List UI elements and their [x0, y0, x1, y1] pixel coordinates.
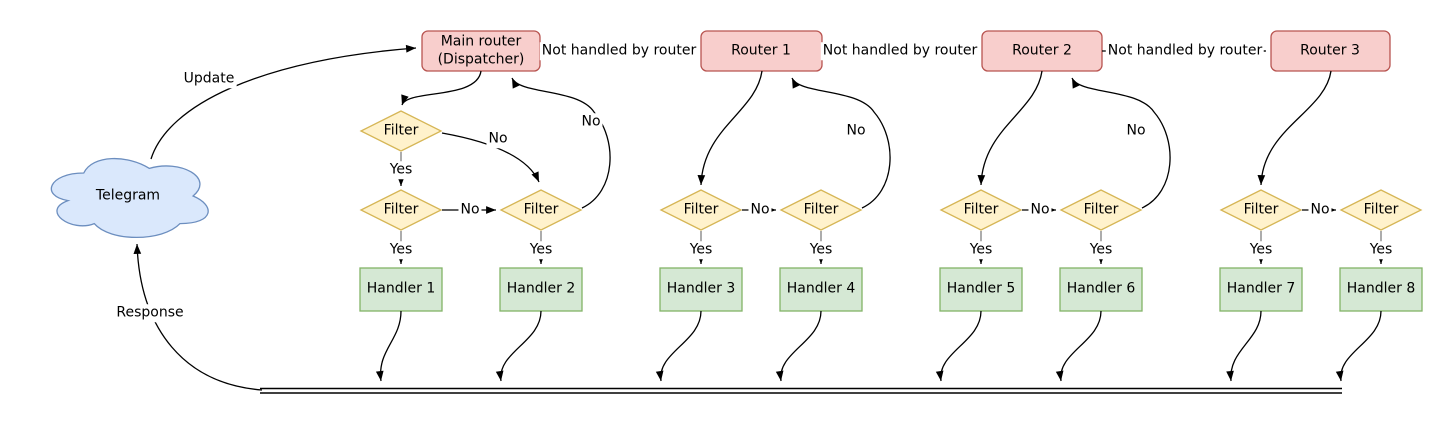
yes-label: Yes	[1247, 241, 1275, 259]
not-handled-label: Not handled by router	[820, 42, 980, 60]
no-label: No	[1308, 201, 1332, 219]
edge-handler3-to-bus	[655, 310, 702, 382]
handler-5-label: Handler 5	[946, 280, 1016, 297]
handler-6-label: Handler 6	[1066, 280, 1136, 297]
main-router-label: Main router (Dispatcher)	[437, 33, 525, 68]
response-label: Response	[114, 304, 186, 322]
edge-filter-r1-2-no-loop	[791, 77, 891, 209]
edge-handler4-to-bus	[775, 310, 822, 382]
handler-8-label: Handler 8	[1346, 280, 1416, 297]
filter-label: Filter	[523, 201, 559, 218]
no-label: No	[1124, 122, 1148, 140]
yes-label: Yes	[807, 241, 835, 259]
filter-diamond-r2-1	[939, 189, 1023, 231]
edge-handler5-to-bus	[935, 310, 982, 382]
telegram-label: Telegram	[95, 187, 161, 204]
edge-filter-main3-no-loop	[511, 77, 611, 209]
yes-label: Yes	[387, 241, 415, 259]
yes-label: Yes	[687, 241, 715, 259]
filter-diamond-r1-2	[779, 189, 863, 231]
filter-diamond-r2-2	[1059, 189, 1143, 231]
filter-label: Filter	[683, 201, 719, 218]
handler-8-box	[1339, 267, 1423, 312]
handler-7-box	[1219, 267, 1303, 312]
handler-4-box	[779, 267, 863, 312]
filter-diamond-main-1	[359, 110, 443, 152]
update-label: Update	[181, 70, 237, 88]
handler-2-label: Handler 2	[506, 280, 576, 297]
yes-label: Yes	[1087, 241, 1115, 259]
filter-label: Filter	[963, 201, 999, 218]
edge-router1-to-filter	[697, 70, 763, 186]
no-label: No	[486, 130, 510, 148]
handler-2-box	[499, 267, 583, 312]
handler-3-label: Handler 3	[666, 280, 736, 297]
filter-diamond-r1-1	[659, 189, 743, 231]
filter-label: Filter	[383, 201, 419, 218]
filter-diamond-r3-2	[1339, 189, 1423, 231]
not-handled-label: Not handled by router	[1105, 42, 1265, 60]
no-label: No	[748, 201, 772, 219]
edge-filter-r2-2-no-loop	[1071, 77, 1171, 209]
filter-label: Filter	[1083, 201, 1119, 218]
edge-handler6-to-bus	[1055, 310, 1102, 382]
filter-label: Filter	[803, 201, 839, 218]
no-label: No	[1028, 201, 1052, 219]
handler-6-box	[1059, 267, 1143, 312]
yes-label: Yes	[967, 241, 995, 259]
filter-diamond-main-2	[359, 189, 443, 231]
filter-diamond-main-3	[499, 189, 583, 231]
no-label: No	[579, 113, 603, 131]
no-label: No	[844, 122, 868, 140]
filter-label: Filter	[1363, 201, 1399, 218]
handler-1-box	[359, 267, 443, 312]
handler-1-label: Handler 1	[366, 280, 436, 297]
yes-label: Yes	[1367, 241, 1395, 259]
edge-router3-to-filter	[1257, 70, 1332, 186]
router-2-label: Router 2	[1012, 42, 1072, 59]
filter-diamond-r3-1	[1219, 189, 1303, 231]
filter-label: Filter	[1243, 201, 1279, 218]
router-3-label: Router 3	[1300, 42, 1360, 59]
not-handled-label: Not handled by router	[539, 42, 699, 60]
yes-label: Yes	[527, 241, 555, 259]
edge-update-telegram-to-main	[150, 44, 417, 160]
edge-router2-to-filter	[977, 70, 1043, 186]
handler-3-box	[659, 267, 743, 312]
filter-label: Filter	[383, 122, 419, 139]
handler-7-label: Handler 7	[1226, 280, 1296, 297]
edge-response-bus-to-telegram	[133, 243, 263, 391]
yes-label: Yes	[387, 161, 415, 179]
router-1-label: Router 1	[731, 42, 791, 59]
edge-main-to-filter	[401, 70, 482, 106]
edge-handler1-to-bus	[375, 310, 402, 382]
telegram-cloud	[50, 157, 209, 238]
edge-handler8-to-bus	[1335, 310, 1382, 382]
no-label: No	[458, 201, 482, 219]
edge-handler7-to-bus	[1226, 310, 1262, 382]
handler-4-label: Handler 4	[786, 280, 856, 297]
edge-handler2-to-bus	[495, 310, 542, 382]
